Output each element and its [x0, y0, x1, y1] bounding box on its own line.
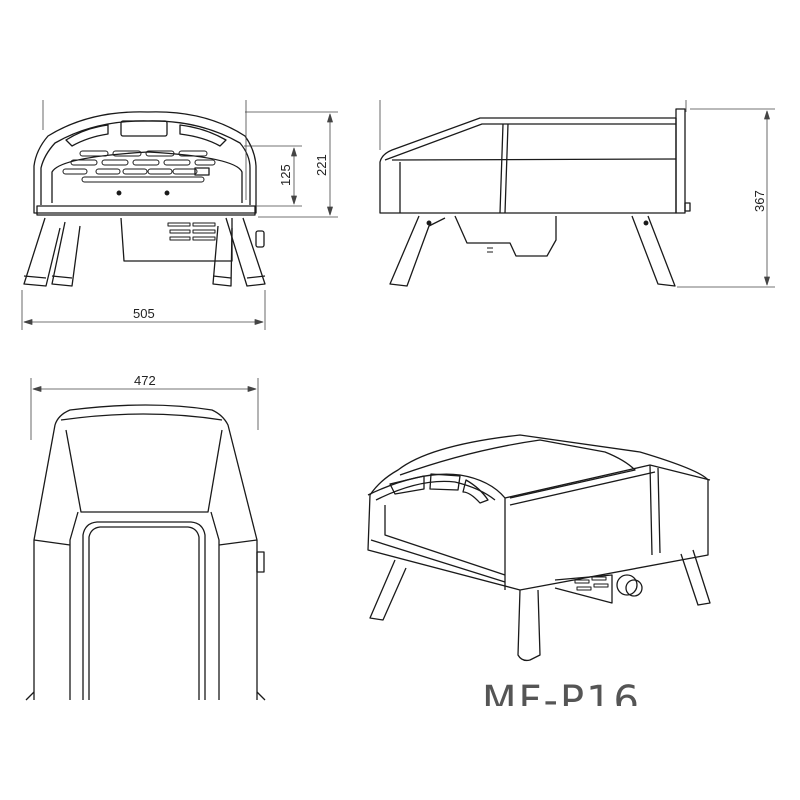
side-view	[379, 108, 691, 287]
front-height-label: 221	[314, 154, 329, 176]
model-name-label: MF-P16	[482, 678, 641, 706]
perspective-view	[367, 434, 711, 662]
front-width-label: 505	[133, 306, 155, 321]
side-height-label: 367	[752, 190, 767, 212]
top-width-label: 472	[134, 373, 156, 388]
top-dimensions	[30, 378, 259, 440]
top-view	[25, 404, 266, 701]
front-dimensions	[21, 100, 338, 330]
front-opening-label: 125	[278, 164, 293, 186]
side-dimensions	[379, 100, 775, 288]
front-view	[23, 111, 266, 287]
